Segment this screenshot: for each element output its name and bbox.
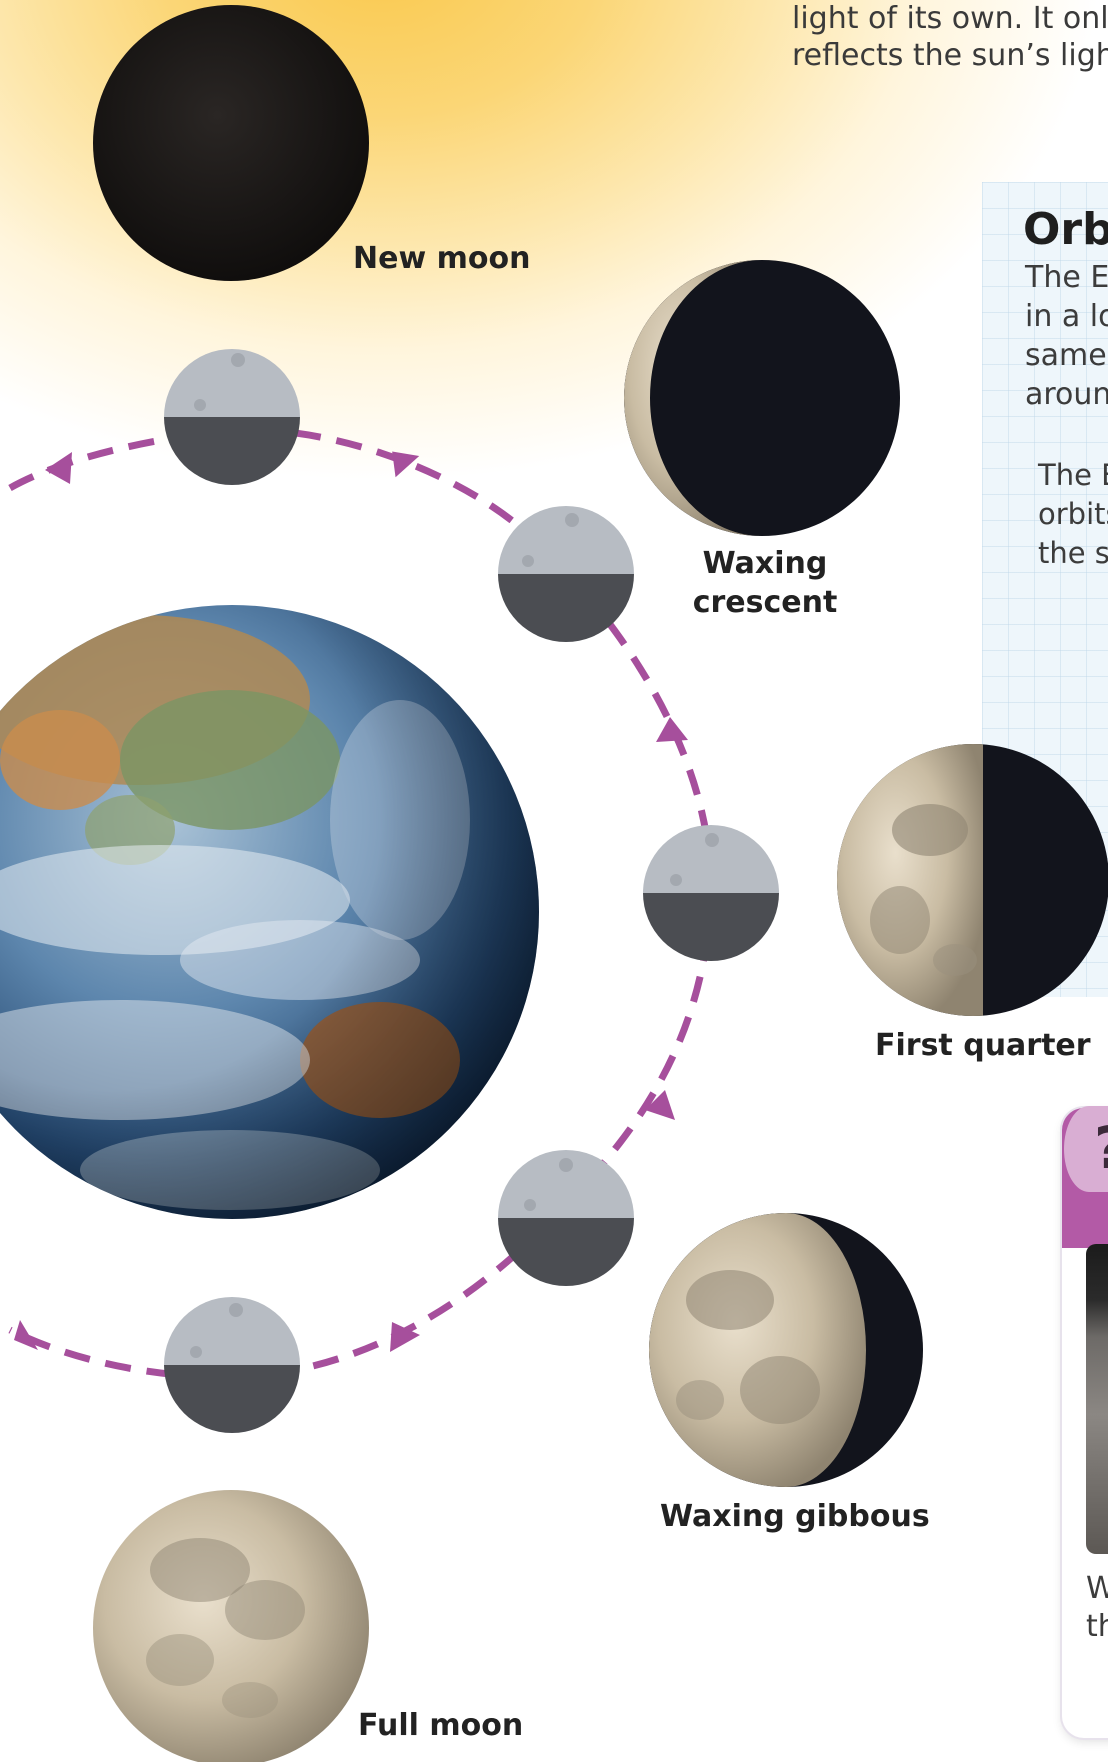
quiz-line-2: th [1086, 1609, 1108, 1644]
panel-line-2: in a lo [1025, 299, 1108, 334]
orbit-moon-icon [498, 1150, 634, 1286]
arrow-icon [656, 717, 688, 742]
first-quarter-image [837, 744, 1108, 1016]
label-waxing-crescent: Waxing crescent [690, 546, 840, 620]
orbit-moon-icon [643, 825, 779, 961]
arrow-icon [14, 1320, 38, 1350]
panel-line-1: The E [1025, 260, 1108, 295]
orbit-moon-markers [164, 349, 779, 1433]
panel-caption-line-2: orbits [1038, 497, 1108, 531]
label-waxing-gibbous: Waxing gibbous [660, 1499, 930, 1534]
orbit-arrows [14, 451, 688, 1352]
arrow-icon [45, 452, 72, 484]
intro-line-2: reflects the sun’s light [792, 38, 1108, 73]
earth-image [0, 605, 539, 1219]
orbit-moon-icon [164, 349, 300, 485]
arrow-icon [390, 1322, 420, 1352]
orbit-moon-icon [164, 1297, 300, 1433]
arrow-icon [645, 1090, 675, 1120]
panel-caption: The E orbits the s [1038, 456, 1108, 573]
panel-line-4: aroun [1025, 377, 1108, 412]
intro-text: light of its own. It only reflects the s… [792, 0, 1108, 74]
label-first-quarter: First quarter [875, 1028, 1091, 1063]
label-full-moon: Full moon [358, 1708, 524, 1743]
waxing-crescent-image [624, 260, 900, 536]
panel-heading: Orb [1023, 204, 1108, 255]
full-moon-image [93, 1490, 369, 1762]
waxing-gibbous-image [649, 1213, 923, 1487]
panel-caption-line-3: the s [1038, 536, 1108, 570]
panel-caption-line-1: The E [1038, 458, 1108, 492]
label-waxing-crescent-line-2: crescent [692, 585, 838, 620]
new-moon-image [93, 5, 369, 281]
quiz-line-1: W [1086, 1571, 1108, 1606]
panel-body: The E in a lo same aroun [1025, 258, 1108, 414]
astronaut-photo [1086, 1244, 1108, 1554]
orbit-moon-icon [498, 506, 634, 642]
label-waxing-crescent-line-1: Waxing [702, 546, 828, 581]
intro-line-1: light of its own. It only [792, 1, 1108, 36]
label-new-moon: New moon [353, 241, 531, 276]
panel-line-3: same [1025, 338, 1107, 373]
quiz-text: W th [1086, 1570, 1108, 1646]
arrow-icon [392, 451, 420, 478]
question-mark-icon: ? [1064, 1106, 1108, 1192]
